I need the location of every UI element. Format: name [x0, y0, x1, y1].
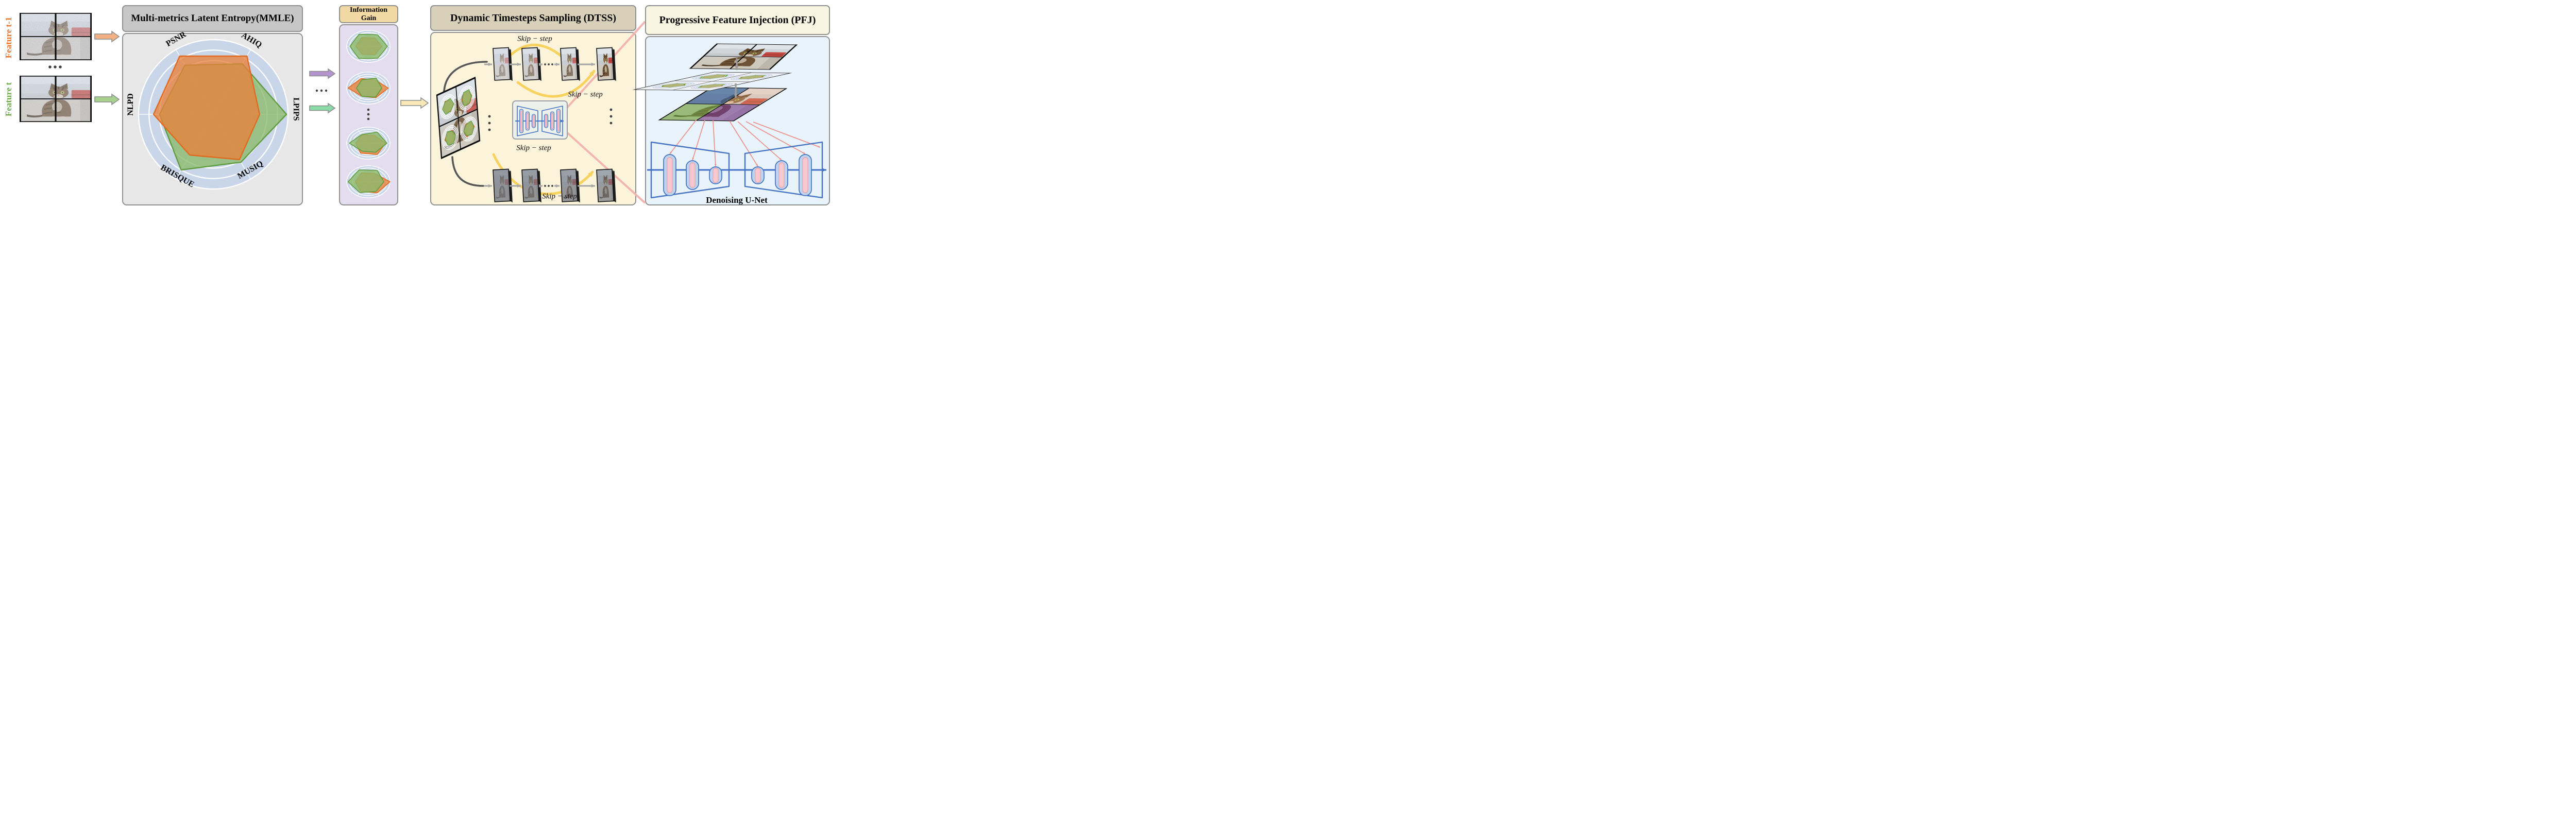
feature-t-minus-1-label: Feature t-1: [4, 16, 13, 59]
info-gain-header: Information Gain: [339, 5, 398, 23]
denoising-unet-label: Denoising U-Net: [706, 195, 768, 205]
skip-step-label-mid-left: Skip − step: [516, 144, 551, 152]
feature-t-image: [20, 76, 92, 122]
feature-curr-arrow: [94, 93, 120, 106]
mmle-out-arrow-top: [309, 68, 336, 79]
skip-step-label-bottom: Skip − step: [542, 192, 577, 201]
info-gain-panel: [339, 24, 398, 205]
feature-t-minus-1-image: [20, 13, 92, 60]
figure-canvas: Feature t-1 Feature t Multi-metrics Late…: [0, 0, 832, 207]
feature-prev-arrow: [94, 30, 120, 43]
dtss-title: Dynamic Timesteps Sampling (DTSS): [450, 12, 617, 24]
left-ellipsis-dots: [48, 65, 62, 68]
dtss-header: Dynamic Timesteps Sampling (DTSS): [430, 5, 636, 31]
mmle-out-arrow-bottom: [309, 102, 336, 114]
skip-step-label-mid-right: Skip − step: [568, 90, 603, 99]
pfj-header: Progressive Feature Injection (PFJ): [645, 5, 830, 35]
pfj-panel: [645, 36, 830, 205]
info-gain-title-line1: Information: [349, 6, 388, 14]
feature-t-label: Feature t: [4, 82, 13, 117]
mmle-out-ellipsis-dots: [315, 89, 328, 92]
mmle-panel: [122, 33, 303, 205]
skip-step-label-top: Skip − step: [517, 34, 552, 43]
pfj-title: Progressive Feature Injection (PFJ): [659, 14, 816, 26]
info-gain-title-line2: Gain: [361, 14, 377, 22]
dtss-panel: [430, 32, 636, 205]
info-gain-out-arrow: [400, 97, 429, 109]
mmle-header: Multi-metrics Latent Entropy(MMLE): [122, 5, 303, 32]
mmle-title: Multi-metrics Latent Entropy(MMLE): [131, 13, 294, 24]
